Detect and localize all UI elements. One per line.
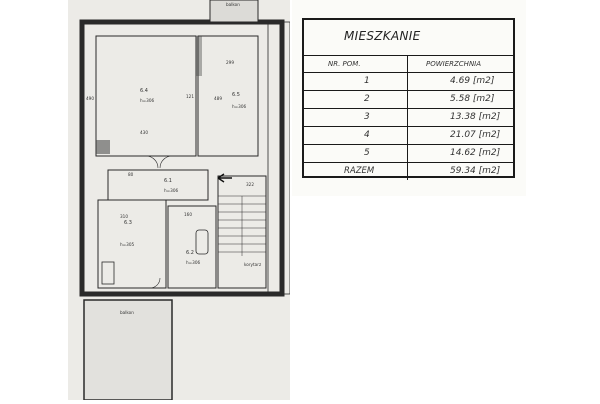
total-area: 59.34 [m2] xyxy=(450,166,501,176)
col-number-header: NR. POM. xyxy=(328,60,361,68)
dim-310: 310 xyxy=(120,214,128,219)
table-row: 4 21.07 [m2] xyxy=(304,126,513,143)
room-number: 4 xyxy=(364,130,370,140)
room-6-1-id: 6.1 xyxy=(164,178,172,184)
table-row: 5 14.62 [m2] xyxy=(304,144,513,161)
room-area: 5.58 [m2] xyxy=(450,94,495,104)
room-area: 13.38 [m2] xyxy=(450,112,501,122)
area-table: MIESZKANIE NR. POM. POWIERZCHNIA 1 4.69 … xyxy=(302,18,515,180)
room-area: 21.07 [m2] xyxy=(450,130,501,140)
dim-299: 299 xyxy=(226,60,234,65)
room-number: 5 xyxy=(364,148,370,158)
room-number: 1 xyxy=(364,76,370,86)
column-divider xyxy=(407,56,408,180)
balcony-top-label: balkon xyxy=(226,2,240,7)
room-6-1-height: h=306 xyxy=(164,188,178,193)
table-title-cell: MIESZKANIE xyxy=(304,20,513,56)
total-label: RAZEM xyxy=(344,166,375,176)
room-number: 2 xyxy=(364,94,370,104)
table-title: MIESZKANIE xyxy=(344,29,421,43)
table-header: NR. POM. POWIERZCHNIA xyxy=(304,56,513,72)
table-row: 3 13.38 [m2] xyxy=(304,108,513,125)
dim-121: 121 xyxy=(186,94,194,99)
room-6-4-height: h=306 xyxy=(140,98,154,103)
dim-430: 430 xyxy=(140,130,148,135)
dim-80: 80 xyxy=(128,172,134,177)
dim-490: 490 xyxy=(86,96,94,101)
table-total-row: RAZEM 59.34 [m2] xyxy=(304,162,513,179)
room-6-5-height: h=306 xyxy=(232,104,246,109)
table-row: 2 5.58 [m2] xyxy=(304,90,513,107)
room-area: 4.69 [m2] xyxy=(450,76,495,86)
balcony-bottom-label: balkon xyxy=(120,310,134,315)
floor-plan: balkon 6.4 h=306 430 490 299 6.5 h=306 1… xyxy=(68,0,291,401)
room-6-3-height: h=305 xyxy=(120,242,134,247)
dim-322: 322 xyxy=(246,182,254,187)
room-6-2-height: h=306 xyxy=(186,260,200,265)
stair-label: korytarz xyxy=(244,262,262,267)
room-6-4-id: 6.4 xyxy=(140,88,148,94)
table-row: 1 4.69 [m2] xyxy=(304,72,513,89)
area-table-card: MIESZKANIE NR. POM. POWIERZCHNIA 1 4.69 … xyxy=(292,0,526,196)
floor-plan-drawing: balkon 6.4 h=306 430 490 299 6.5 h=306 1… xyxy=(68,0,291,401)
dim-160: 160 xyxy=(184,212,192,217)
room-6-2-id: 6.2 xyxy=(186,250,194,256)
room-6-3-id: 6.3 xyxy=(124,220,132,226)
dim-489: 489 xyxy=(214,96,222,101)
room-6-5-id: 6.5 xyxy=(232,92,240,98)
room-area: 14.62 [m2] xyxy=(450,148,501,158)
room-number: 3 xyxy=(364,112,370,122)
col-area-header: POWIERZCHNIA xyxy=(426,60,482,68)
